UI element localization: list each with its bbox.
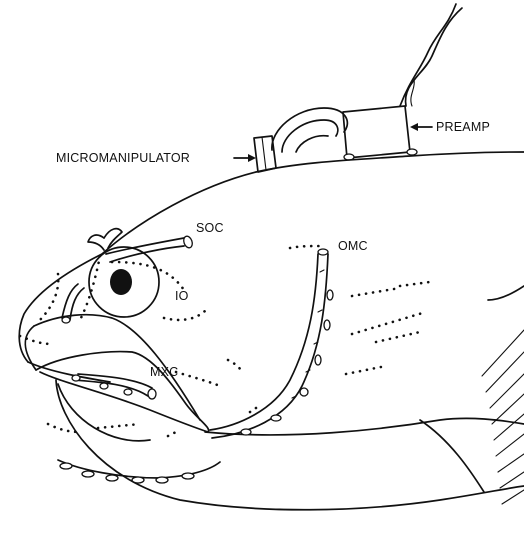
supraorbital-canal [80,235,194,320]
micromanipulator-post [254,136,276,172]
pectoral-fin [482,286,524,504]
label-io: IO [175,289,189,303]
twisted-wires [400,4,462,106]
label-soc: SOC [196,221,224,235]
cable-loop [272,108,347,152]
label-mxc: MXC [150,365,178,379]
lower-jaw-pores [58,460,220,483]
mandibular-canal [210,249,333,438]
preamp-box [343,106,417,160]
opercle-edge [205,418,524,492]
label-preamp: PREAMP [436,120,490,134]
neuromast-dot-lines [20,246,430,436]
fish-outline [19,152,524,510]
nostril-flap [88,229,122,250]
label-micromanipulator: MICROMANIPULATOR [56,151,190,165]
label-omc: OMC [338,239,368,253]
